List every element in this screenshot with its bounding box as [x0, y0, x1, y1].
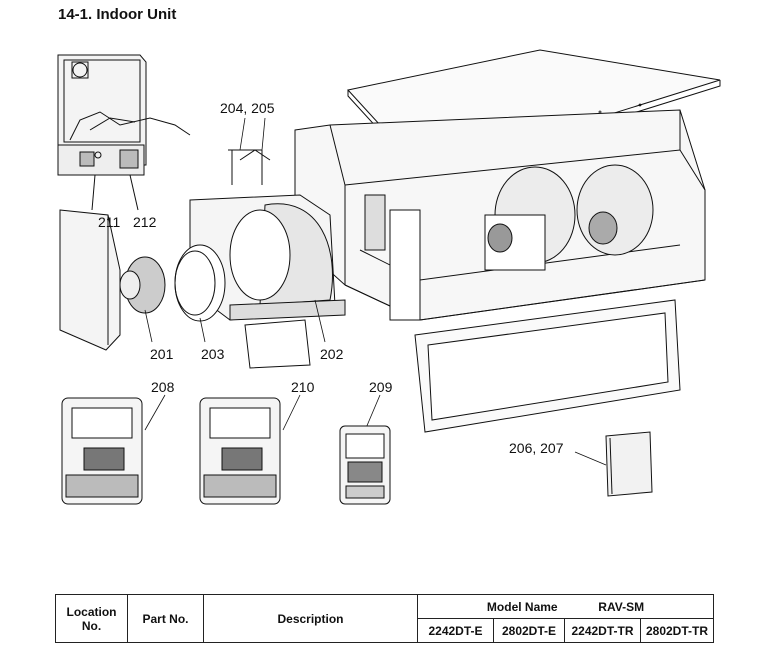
remote-controller-210-drawing	[199, 397, 281, 505]
model-column-1: 2242DT-E	[417, 618, 494, 643]
remote-controller-209-drawing	[339, 425, 391, 505]
parts-table-header: Location No. Part No. Description Model …	[55, 594, 714, 643]
description-header: Description	[203, 594, 418, 643]
callout-208: 208	[151, 379, 175, 395]
location-no-header: Location No.	[55, 594, 128, 643]
front-frame-drawing	[414, 299, 681, 433]
callout-202: 202	[320, 346, 344, 362]
motor-and-side-panel-drawing	[59, 209, 311, 369]
remote-controller-208-drawing	[61, 397, 143, 505]
location-line2: No.	[81, 618, 102, 633]
model-column-2: 2802DT-E	[493, 618, 565, 643]
callout-209: 209	[369, 379, 393, 395]
model-name-header: Model Name RAV-SM	[417, 594, 714, 619]
callout-211: 211	[98, 214, 121, 230]
callout-201: 201	[150, 346, 174, 362]
fan-scroll-drawing	[189, 149, 346, 321]
callout-204-205: 204, 205	[220, 100, 275, 116]
model-column-3: 2242DT-TR	[564, 618, 641, 643]
model-prefix-label: RAV-SM	[598, 599, 645, 614]
callout-203: 203	[201, 346, 225, 362]
exploded-view-drawing: 204, 205 211 212 201 203 202 208 210 209…	[57, 49, 721, 505]
location-line1: Location	[66, 604, 117, 619]
manual-booklet-drawing	[605, 431, 653, 497]
control-box-drawing	[57, 54, 191, 211]
part-no-header: Part No.	[127, 594, 204, 643]
model-name-label: Model Name	[486, 599, 558, 614]
callout-210: 210	[291, 379, 315, 395]
model-column-4: 2802DT-TR	[640, 618, 714, 643]
callout-206-207: 206, 207	[509, 440, 564, 456]
cabinet-drawing	[294, 109, 706, 321]
leader-lines	[144, 117, 607, 466]
callout-212: 212	[133, 214, 157, 230]
section-title: 14-1. Indoor Unit	[58, 6, 177, 23]
